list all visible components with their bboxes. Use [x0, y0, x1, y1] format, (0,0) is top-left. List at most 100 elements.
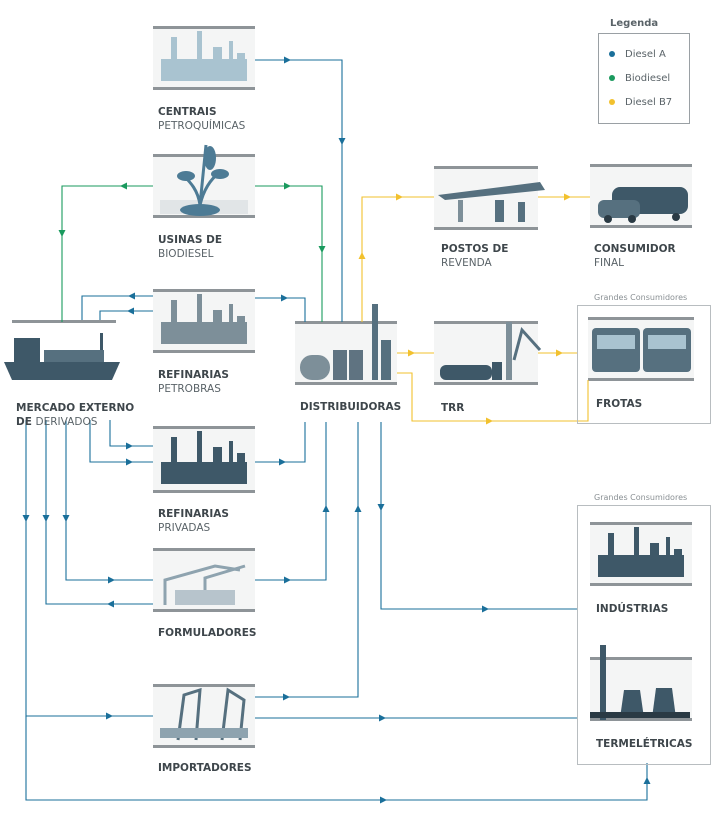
legend-item-biodiesel: Biodiesel — [609, 73, 670, 84]
flow-line-diesel-a — [380, 422, 577, 610]
flow-line-diesel-a — [25, 716, 648, 801]
node-importadores: IMPORTADORES — [158, 761, 252, 775]
node-frame-top-bar — [588, 317, 694, 320]
centrais-petroquimicas-icon — [153, 26, 255, 90]
flow-arrowhead — [283, 693, 290, 701]
node-label-bold: DISTRIBUIDORAS — [300, 401, 402, 413]
flow-line-biodiesel — [255, 185, 323, 322]
plant-column — [237, 316, 245, 340]
plant-column — [237, 53, 245, 77]
node-label: FINAL — [594, 257, 625, 269]
node-frame-bottom-bar — [434, 382, 538, 385]
power-plant-icon — [590, 645, 692, 721]
flow-arrowhead — [556, 349, 563, 357]
node-label-bold: REFINARIAS — [158, 508, 229, 520]
flow-line-diesel-a — [255, 422, 306, 463]
group-title-large-consumers: Grandes Consumidores — [594, 493, 688, 502]
node-frame-bottom-bar — [588, 378, 694, 381]
flow-line-diesel-a — [99, 310, 153, 320]
tank-trailer — [440, 365, 492, 380]
node-frame-bottom-bar — [153, 745, 255, 748]
flow-line-diesel-a — [65, 420, 153, 581]
node-label: PETROBRAS — [158, 383, 221, 395]
node-formuladores: FORMULADORES — [158, 626, 256, 640]
flow-line-diesel-a — [81, 295, 153, 320]
plant-tower — [634, 527, 639, 573]
plant-column — [674, 549, 682, 573]
node-frame-bottom-bar — [153, 87, 255, 90]
flow-arrowhead — [284, 576, 291, 584]
plant-tower — [197, 31, 202, 77]
harbor-crane-icon — [153, 684, 255, 748]
flow-arrowhead — [564, 193, 571, 201]
tanker-ship-icon — [4, 320, 120, 380]
truck-cab — [492, 362, 502, 380]
node-frame-top-bar — [295, 321, 397, 324]
node-label-bold: FROTAS — [596, 398, 643, 410]
ship-deck — [44, 350, 104, 362]
flow-arrowhead — [62, 515, 70, 522]
plant-tower — [171, 437, 177, 480]
flow-arrowhead — [486, 417, 493, 425]
flow-arrowhead — [108, 576, 115, 584]
windshield — [648, 335, 686, 349]
plant-column — [650, 543, 659, 573]
leaf — [211, 169, 229, 179]
node-frame-bottom-bar — [153, 609, 255, 612]
flow-arrowhead — [380, 796, 387, 804]
tower — [506, 322, 512, 380]
flow-line-diesel-b7 — [397, 372, 589, 422]
node-frame-bottom-bar — [590, 225, 692, 228]
ship-hull — [4, 362, 120, 380]
node-frotas: FROTAS — [596, 397, 642, 411]
node-consumidor-final: CONSUMIDOR FINAL — [594, 242, 676, 270]
plant-body — [598, 555, 684, 577]
node-frame-bottom-bar — [153, 215, 255, 218]
car-body — [598, 200, 640, 218]
plant-tower — [197, 431, 202, 480]
node-label-bold: INDÚSTRIAS — [596, 603, 669, 615]
node-frame-top-bar — [434, 166, 538, 169]
canopy-pillar — [458, 200, 463, 222]
flow-arrowhead — [354, 505, 362, 512]
flow-line-diesel-a — [255, 422, 327, 581]
node-label: BIODIESEL — [158, 248, 214, 260]
node-frame-top-bar — [434, 321, 538, 324]
node-label-bold: POSTOS DE — [441, 243, 509, 255]
fuel-pump — [518, 202, 525, 222]
plant-tower — [608, 533, 614, 573]
node-label-bold: CONSUMIDOR — [594, 243, 676, 255]
refinery-icon — [153, 426, 255, 493]
node-label: PRIVADAS — [158, 522, 211, 534]
node-label-bold: IMPORTADORES — [158, 762, 252, 774]
windshield — [597, 335, 635, 349]
flow-arrowhead — [338, 138, 346, 145]
legend-label: Diesel A — [625, 49, 666, 60]
node-frame-top-bar — [153, 26, 255, 29]
flow-arrowhead — [281, 294, 288, 302]
flow-arrowhead — [42, 515, 50, 522]
base — [590, 712, 690, 718]
plant-column — [213, 47, 222, 77]
large-consumers-box-bottom — [577, 505, 711, 765]
containers — [175, 590, 235, 605]
flow-arrowhead — [322, 505, 330, 512]
plant-tower — [171, 37, 177, 77]
flow-arrowhead — [482, 605, 489, 613]
node-label-bold: MERCADO EXTERNO — [16, 402, 135, 414]
silo — [333, 350, 347, 380]
ship-bridge — [14, 338, 40, 362]
flow-arrowhead — [126, 458, 133, 466]
leaf — [177, 171, 195, 181]
plant-column — [237, 453, 245, 480]
node-label-prefix: DE — [16, 416, 36, 428]
crane-arm — [163, 564, 241, 605]
biodiesel-dot-icon — [609, 75, 615, 81]
crane — [512, 326, 542, 361]
plant-column — [213, 310, 222, 340]
